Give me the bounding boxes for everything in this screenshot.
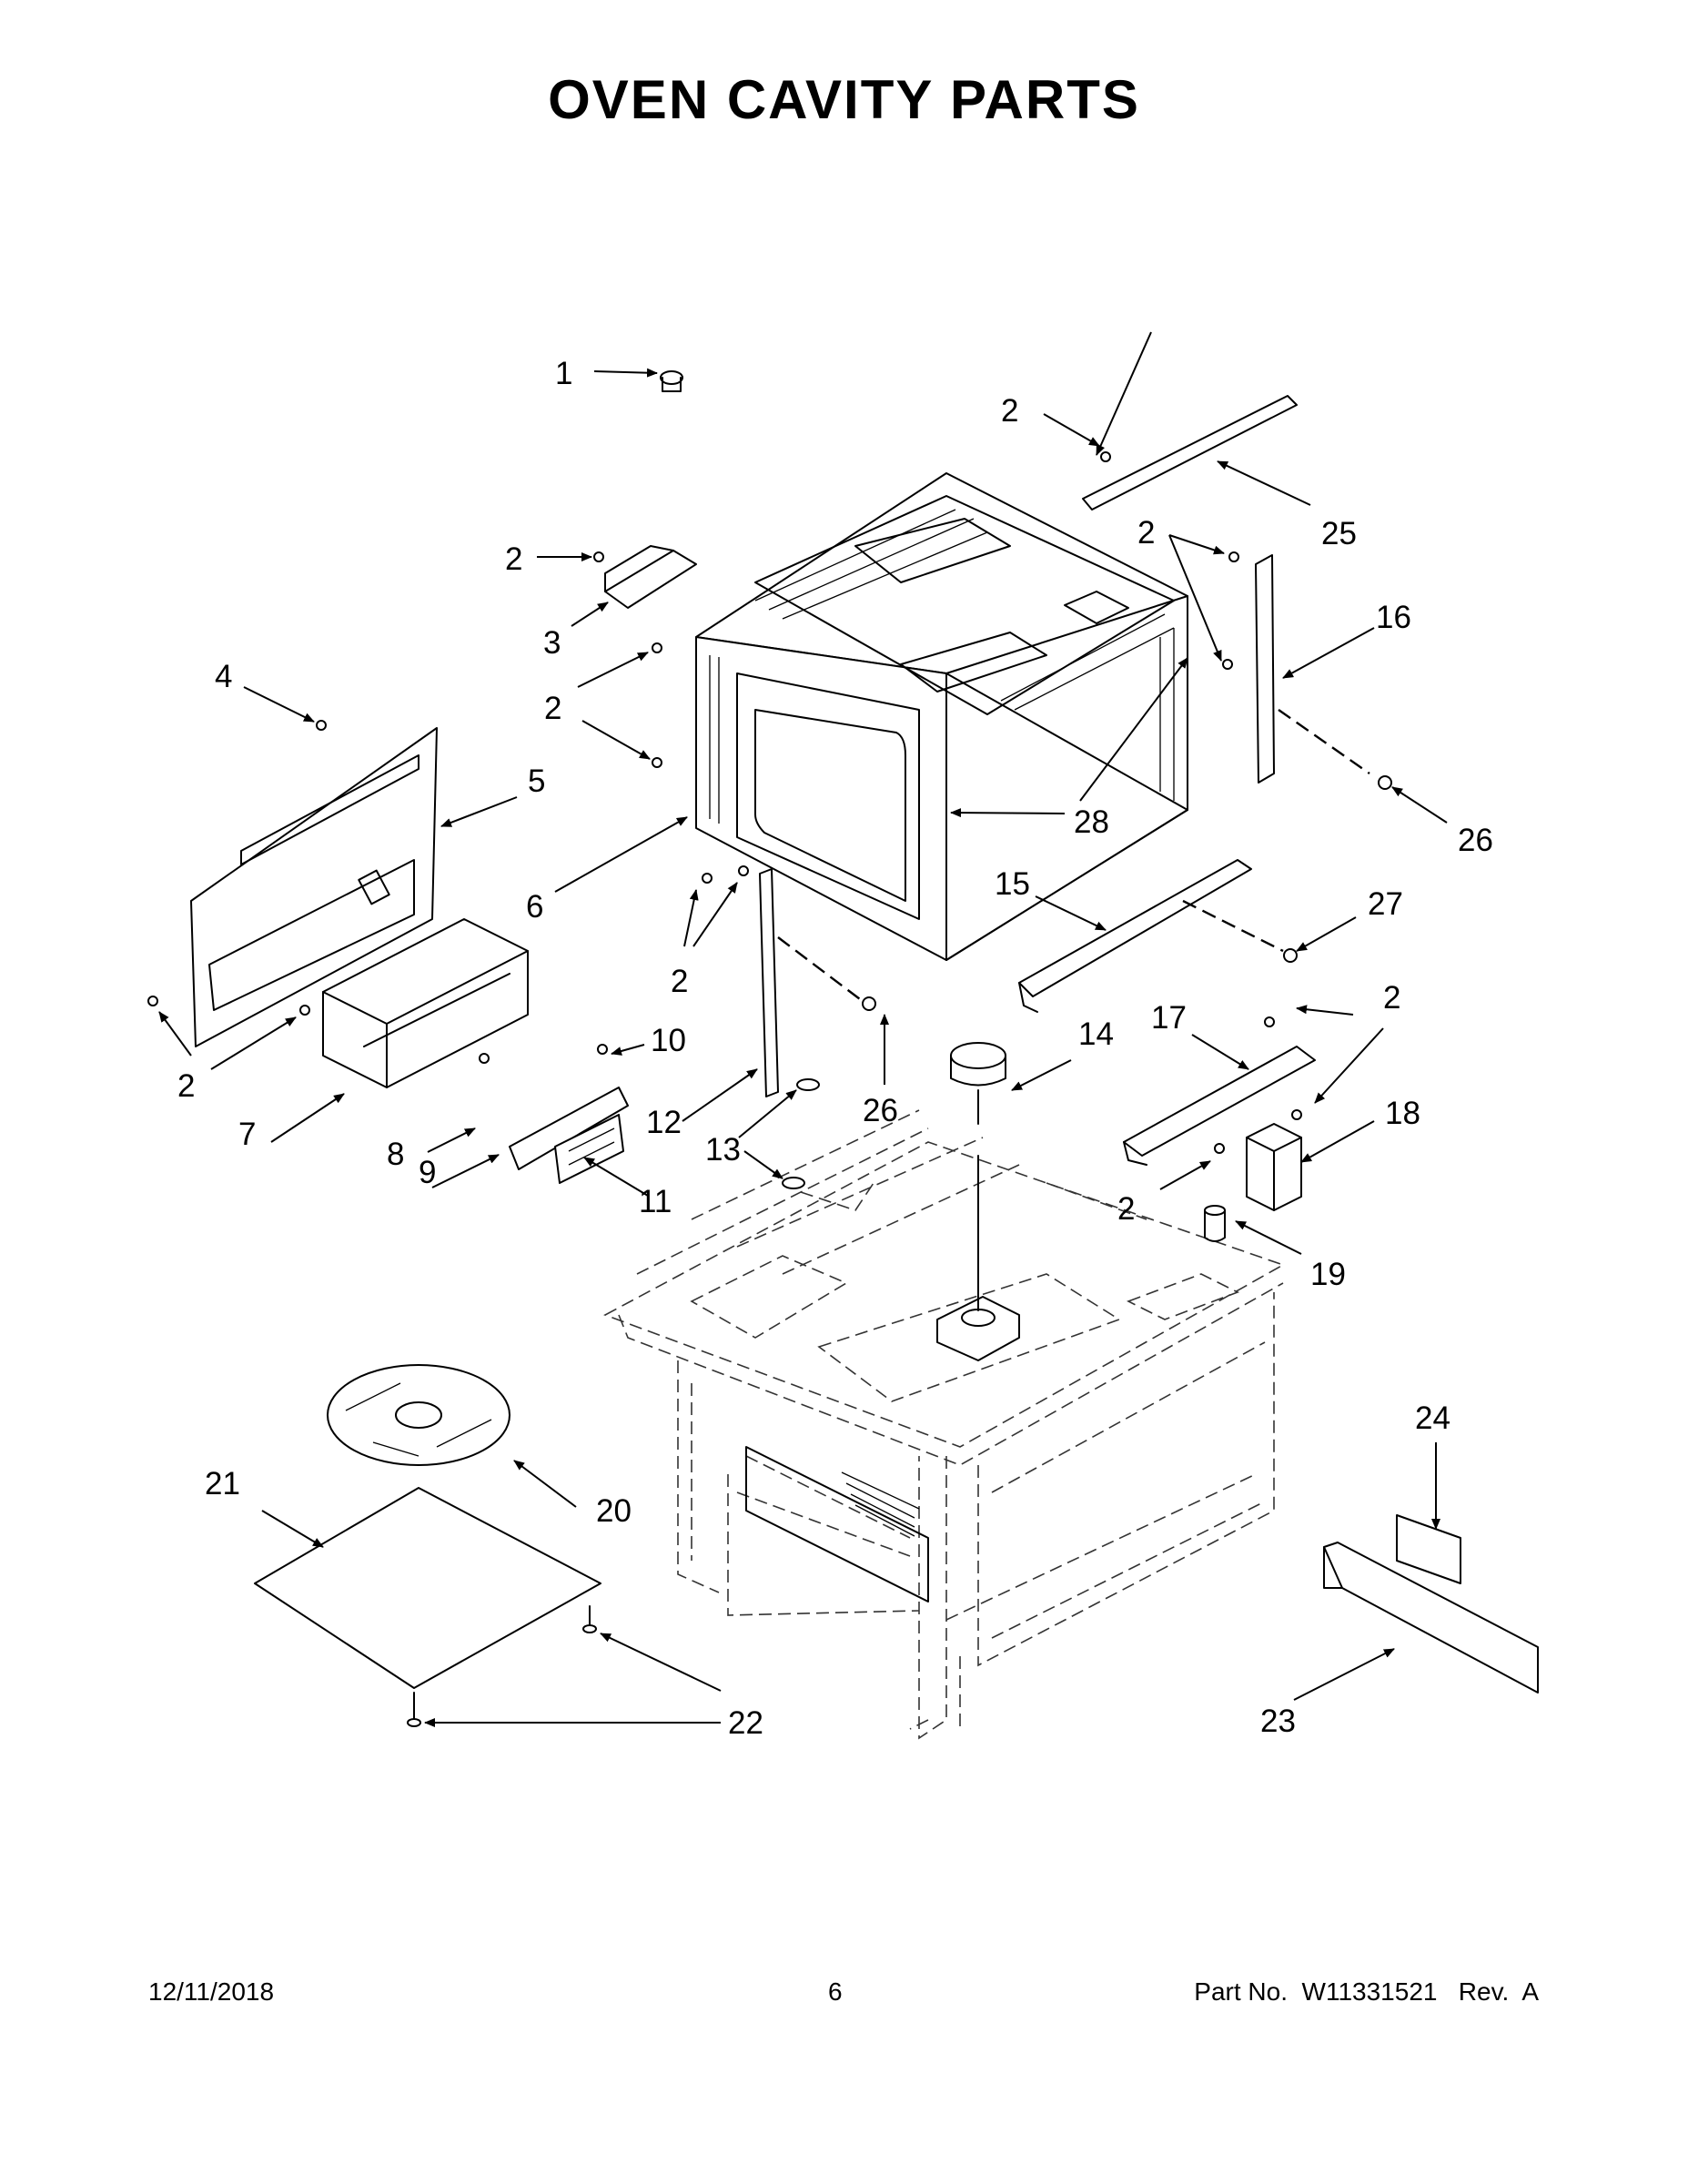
footer-date: 12/11/2018: [148, 1977, 275, 2006]
part-20-turntable: [327, 1364, 510, 1466]
part-24-label: [1396, 1514, 1461, 1584]
callout-2: 2: [1383, 980, 1400, 1016]
convection-motor-mount: [936, 1155, 1020, 1361]
callout-6: 6: [526, 889, 543, 925]
oven-cavity: [695, 472, 1188, 961]
part-3-bracket: [604, 545, 697, 609]
callout-2: 2: [544, 691, 561, 726]
callout-15: 15: [995, 866, 1030, 902]
chassis-vent-grille: [745, 1446, 929, 1603]
callout-12: 12: [646, 1105, 682, 1140]
part-13-thermal-fuse: [782, 1078, 820, 1189]
callout-3: 3: [543, 625, 561, 661]
callout-2: 2: [1001, 393, 1018, 429]
part-12-strip: [759, 868, 779, 1097]
part-16-side-bracket: [1255, 554, 1275, 784]
part-18-bracket: [1246, 1123, 1302, 1211]
callout-8: 8: [387, 1137, 404, 1172]
footer-part-number: Part No. W11331521 Rev. A: [1194, 1977, 1539, 2006]
callout-25: 25: [1321, 516, 1357, 551]
callout-11: 11: [639, 1184, 672, 1219]
footer-page-number: 6: [828, 1977, 843, 2006]
callout-23: 23: [1260, 1704, 1296, 1739]
callout-18: 18: [1385, 1096, 1420, 1131]
callout-27: 27: [1368, 886, 1403, 922]
screw-markers: [147, 451, 1392, 1154]
callout-26: 26: [1458, 823, 1493, 858]
part-19-light-socket: [1204, 1205, 1226, 1242]
part-7-control-box: [322, 918, 529, 1088]
callout-13: 13: [705, 1132, 741, 1168]
part-21-bottom-plate: [254, 1487, 601, 1689]
callout-21: 21: [205, 1466, 240, 1502]
part-11-switch-assembly: [509, 1087, 629, 1184]
part-25-vent-strip: [1082, 395, 1298, 511]
callout-9: 9: [419, 1155, 436, 1190]
oven-chassis-outline: [603, 1109, 1285, 1740]
callout-labels: 1 2 3 2 4 5 6 2 25 2 16 28 26 15 27 2 26…: [177, 356, 1493, 1741]
part-15-rail: [1018, 859, 1252, 1013]
part-23-trim-strip: [1323, 1542, 1539, 1694]
callout-2: 2: [671, 964, 688, 999]
callout-2: 2: [1117, 1191, 1135, 1227]
part-22-foot: [407, 1605, 597, 1727]
part-17-rail: [1123, 1046, 1316, 1166]
callout-28: 28: [1074, 804, 1109, 840]
callout-22: 22: [728, 1705, 763, 1741]
page-title: OVEN CAVITY PARTS: [548, 69, 1140, 130]
callout-16: 16: [1376, 600, 1411, 635]
callout-2: 2: [1137, 515, 1155, 551]
callout-14: 14: [1078, 1016, 1114, 1052]
callout-5: 5: [528, 763, 545, 799]
callout-2: 2: [505, 541, 522, 577]
part-14-pressure-sensor: [950, 1042, 1006, 1125]
leader-lines: [158, 331, 1448, 1727]
callout-24: 24: [1415, 1400, 1450, 1436]
part-5-rear-panel: [190, 727, 438, 1047]
callout-4: 4: [215, 659, 232, 694]
callout-20: 20: [596, 1493, 632, 1529]
callout-7: 7: [238, 1117, 256, 1152]
callout-10: 10: [651, 1023, 686, 1058]
callout-2: 2: [177, 1068, 195, 1104]
callout-19: 19: [1310, 1257, 1346, 1292]
callout-26: 26: [863, 1093, 898, 1128]
part-1-knob: [660, 370, 683, 392]
callout-1: 1: [555, 356, 572, 391]
callout-17: 17: [1151, 1000, 1187, 1036]
